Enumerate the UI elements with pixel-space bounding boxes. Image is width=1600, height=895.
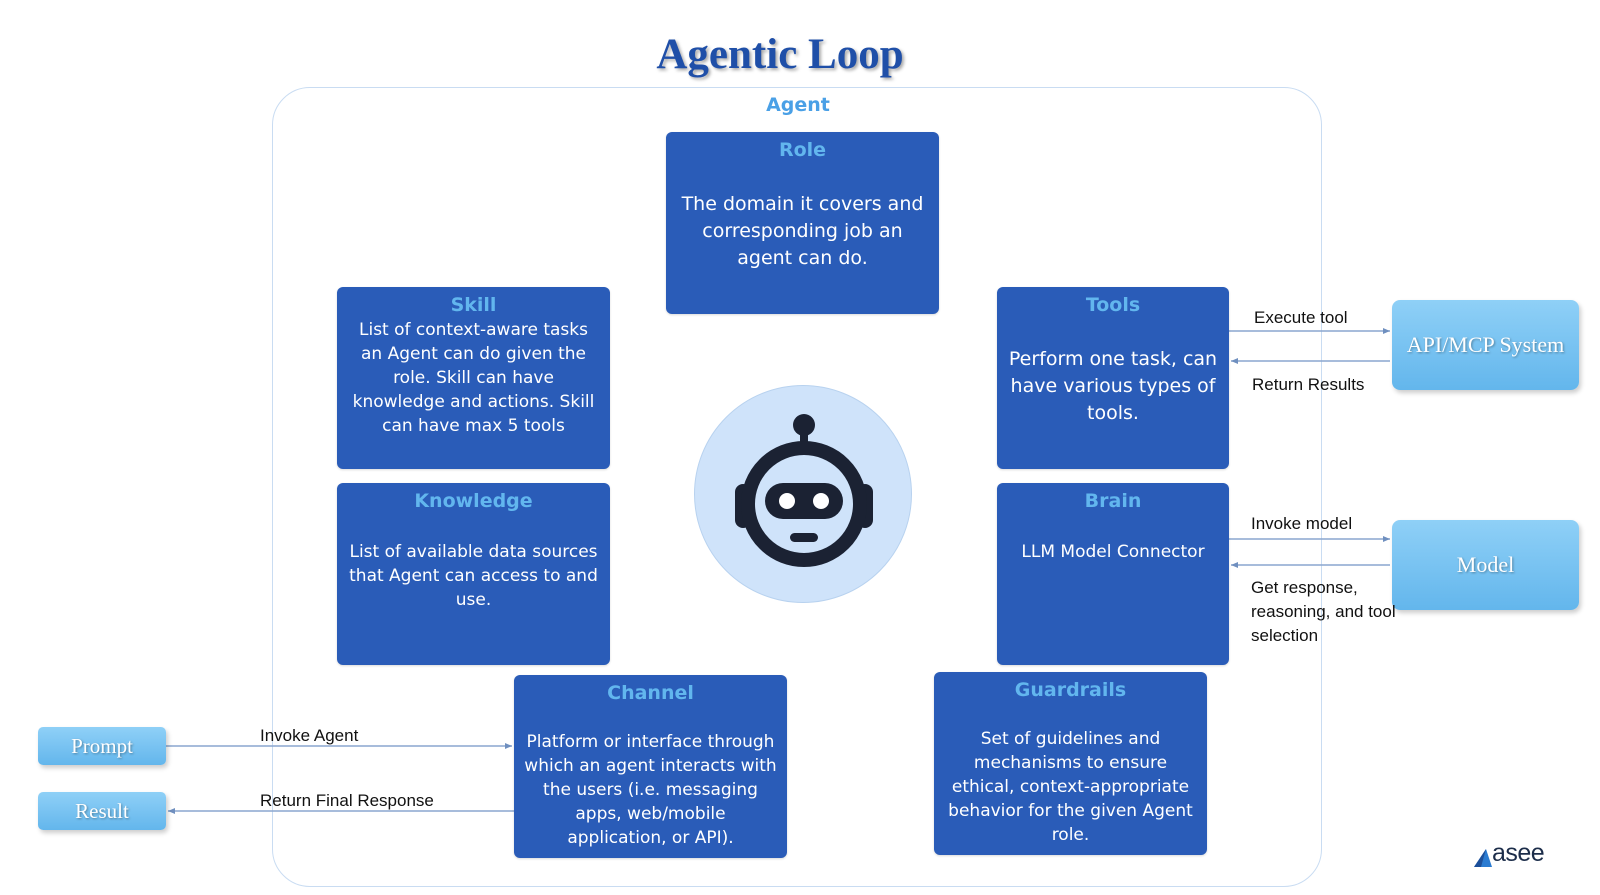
execute-tool-label: Execute tool <box>1254 308 1348 327</box>
brain-title: Brain <box>1084 490 1142 512</box>
asee-logo: asee <box>1472 839 1572 879</box>
return-results-label: Return Results <box>1252 375 1365 394</box>
channel-title: Channel <box>607 682 694 704</box>
invoke-model-label: Invoke model <box>1251 514 1353 533</box>
role-body: The domain it covers and corresponding j… <box>681 193 924 269</box>
agent-label: Agent <box>766 94 830 116</box>
diagram-title: Agentic Loop <box>656 31 904 78</box>
logo-text: asee <box>1492 839 1545 867</box>
skill-body: List of context-aware tasks an Agent can… <box>352 320 595 436</box>
channel-body: Platform or interface through which an a… <box>524 732 777 848</box>
tools-body: Perform one task, can have various types… <box>1008 348 1218 424</box>
invoke-agent-label: Invoke Agent <box>260 726 359 745</box>
brain-body: LLM Model Connector <box>1021 542 1205 562</box>
knowledge-box: Knowledge List of available data sources… <box>337 483 610 665</box>
asee-triangle-logo <box>1474 849 1492 867</box>
tools-title: Tools <box>1085 294 1141 316</box>
get-response-label: Get response, reasoning, and tool select… <box>1251 578 1396 645</box>
knowledge-body: List of available data sources that Agen… <box>349 542 598 610</box>
api-mcp-system-box: API/MCP System <box>1392 300 1579 390</box>
robot-circle <box>694 385 912 603</box>
brain-box: Brain LLM Model Connector <box>997 483 1229 665</box>
channel-box: Channel Platform or interface through wh… <box>514 675 787 858</box>
skill-title: Skill <box>450 294 497 316</box>
return-final-response-label: Return Final Response <box>260 791 434 810</box>
knowledge-title: Knowledge <box>414 490 533 512</box>
skill-box: Skill List of context-aware tasks an Age… <box>337 287 610 469</box>
agent-container <box>272 87 1322 887</box>
robot-icon <box>735 414 873 567</box>
guardrails-body: Set of guidelines and mechanisms to ensu… <box>948 729 1193 845</box>
prompt-box: Prompt <box>38 727 166 765</box>
role-title: Role <box>778 139 827 161</box>
model-box: Model <box>1392 520 1579 610</box>
guardrails-title: Guardrails <box>1014 679 1127 701</box>
guardrails-box: Guardrails Set of guidelines and mechani… <box>934 672 1207 855</box>
tools-box: Tools Perform one task, can have various… <box>997 287 1229 469</box>
result-box: Result <box>38 792 166 830</box>
role-box: Role The domain it covers and correspond… <box>666 132 939 314</box>
